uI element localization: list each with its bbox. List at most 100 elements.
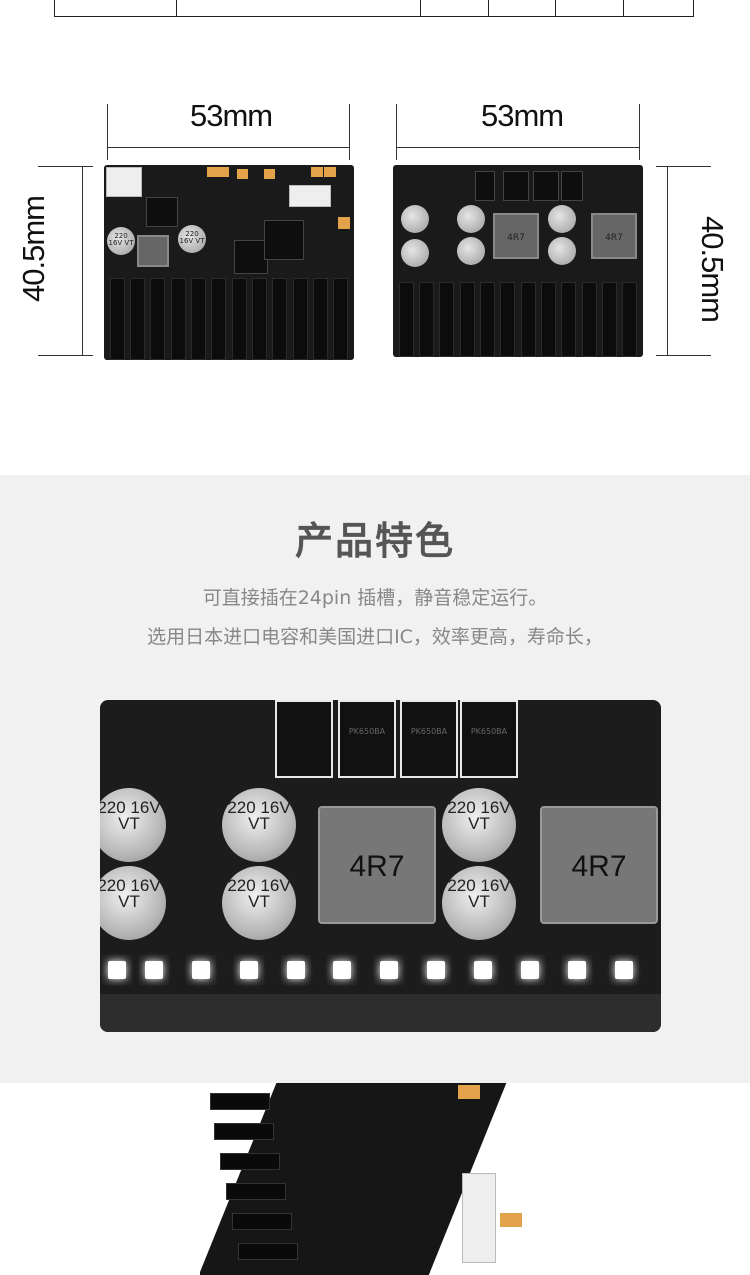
smd-part	[218, 167, 229, 177]
capacitor-label: 220 16V VT	[447, 876, 511, 911]
pin	[170, 278, 186, 360]
mosfet-chip: PK650BA	[400, 700, 458, 778]
dimension-tick	[38, 355, 93, 356]
pin-contact	[102, 955, 132, 985]
board-back-image: 4R7 4R7	[393, 165, 643, 357]
pin-contact	[421, 955, 451, 985]
height-label-back: 40.5mm	[695, 216, 730, 322]
capacitor: 220 16V VT	[442, 866, 516, 940]
pin	[226, 1183, 286, 1200]
capacitor: 220 16V VT	[178, 225, 206, 253]
capacitor: 220 16V VT	[222, 788, 296, 862]
capacitor	[401, 205, 429, 233]
chip-label: PK650BA	[410, 727, 448, 736]
inductor-label: 4R7	[571, 850, 627, 883]
features-title: 产品特色	[294, 519, 455, 563]
pin	[109, 278, 125, 360]
mosfet-chip: PK650BA	[460, 700, 518, 778]
table-cell	[556, 0, 625, 16]
dimension-tick	[396, 104, 397, 160]
capacitor: 220 16V VT	[100, 788, 166, 862]
ic-chip	[561, 171, 583, 201]
capacitor-label: 220 16V VT	[100, 876, 161, 911]
dimension-tick	[349, 104, 350, 160]
feature-line-1: 可直接插在24pin 插槽，静音稳定运行。	[202, 587, 548, 609]
inductor-label: 4R7	[507, 233, 525, 243]
pin	[129, 278, 145, 360]
dimension-tick	[656, 355, 711, 356]
inductor-label: 4R7	[605, 233, 623, 243]
table-cell	[421, 0, 489, 16]
chip-label: PK650BA	[348, 727, 386, 736]
pin	[540, 282, 556, 357]
smd-part	[237, 169, 248, 179]
dimension-line	[667, 166, 668, 356]
pin	[251, 278, 267, 360]
dimension-line	[107, 147, 350, 148]
pin-contact	[468, 955, 498, 985]
pin	[211, 278, 227, 360]
width-label-front: 53mm	[190, 98, 273, 133]
dimension-line	[82, 166, 83, 356]
capacitor	[457, 205, 485, 233]
pin	[333, 278, 349, 360]
capacitor-label: 220 16V VT	[227, 798, 291, 833]
pin	[439, 282, 455, 357]
ic-chip	[234, 240, 268, 274]
pin	[238, 1243, 298, 1260]
pin-contact	[562, 955, 592, 985]
board-front-image: 220 16V VT 220 16V VT	[104, 165, 354, 360]
smd-part	[458, 1085, 480, 1099]
inductor: 4R7	[591, 213, 637, 259]
spec-table-fragment	[54, 0, 694, 17]
pin-contact	[515, 955, 545, 985]
table-cell	[489, 0, 557, 16]
pin	[601, 282, 617, 357]
pin-contact	[281, 955, 311, 985]
pin	[214, 1123, 274, 1140]
connector	[289, 185, 331, 207]
connector	[462, 1173, 496, 1263]
pin-contact	[186, 955, 216, 985]
feature-line-2: 选用日本进口电容和美国进口IC，效率更高，寿命长，	[147, 626, 603, 648]
pin	[520, 282, 536, 357]
smd-part	[324, 167, 336, 177]
capacitor-label: 220 16V VT	[108, 232, 134, 247]
inductor-label: 4R7	[349, 850, 405, 883]
mosfet-chip	[275, 700, 333, 778]
capacitor	[401, 239, 429, 267]
ic-chip	[475, 171, 495, 201]
smd-part	[311, 167, 323, 177]
pin-contact	[374, 955, 404, 985]
height-label-front: 40.5mm	[16, 196, 51, 302]
pin	[622, 282, 638, 357]
ic-chip	[264, 220, 304, 260]
connector	[106, 167, 142, 197]
capacitor: 220 16V VT	[100, 866, 166, 940]
pin	[210, 1093, 270, 1110]
capacitor	[548, 205, 576, 233]
inductor: 4R7	[318, 806, 436, 924]
pin	[150, 278, 166, 360]
inductor: 4R7	[540, 806, 658, 924]
board-angled-photo	[200, 1083, 540, 1275]
pin-header	[393, 282, 643, 357]
pin-contact	[139, 955, 169, 985]
capacitor-label: 220 16V VT	[227, 876, 291, 911]
dimension-tick	[107, 104, 108, 160]
capacitor	[457, 237, 485, 265]
pin	[232, 1213, 292, 1230]
smd-part	[264, 169, 275, 179]
chip-label: PK650BA	[470, 727, 508, 736]
dimension-tick	[656, 166, 711, 167]
pin	[561, 282, 577, 357]
pin	[418, 282, 434, 357]
ic-chip	[503, 171, 529, 201]
inductor	[137, 235, 169, 267]
pin-contact	[234, 955, 264, 985]
capacitor	[548, 237, 576, 265]
capacitor: 220 16V VT	[107, 227, 135, 255]
pin	[272, 278, 288, 360]
inductor: 4R7	[493, 213, 539, 259]
board-closeup-photo: PK650BA PK650BA PK650BA 220 16V VT 220 1…	[100, 700, 661, 1032]
